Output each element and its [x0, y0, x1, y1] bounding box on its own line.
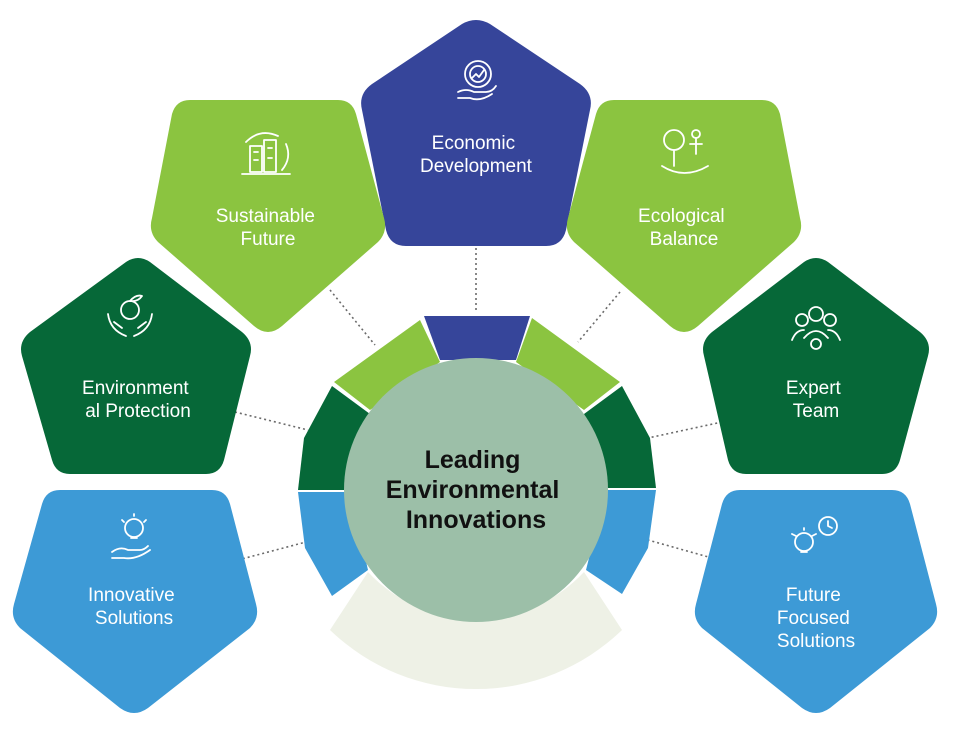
label-line: Solutions	[777, 631, 855, 652]
label-line: Team	[793, 401, 839, 422]
pentagon-environmental-protection	[21, 258, 251, 474]
lightbulb-clock-icon	[791, 516, 838, 553]
label-line: Sustainable	[216, 206, 315, 227]
connector-future-focused-solutions	[647, 539, 713, 559]
label-line: Future	[241, 229, 296, 250]
label-line: Balance	[650, 229, 719, 250]
pentagon-economic-development	[361, 20, 591, 246]
label-line: Innovative	[88, 585, 175, 606]
label-line: Ecological	[638, 206, 725, 227]
node-future-focused-solutions[interactable]: Future Focused Solutions	[694, 490, 938, 713]
center-title-line-3: Innovations	[406, 506, 546, 534]
center-circle	[344, 358, 608, 622]
center-title-line-2: Environmental	[386, 476, 560, 504]
node-label-environmental-protection: Environment al Protection	[82, 378, 194, 422]
team-people-icon	[791, 306, 841, 350]
node-innovative-solutions[interactable]: Innovative Solutions	[12, 490, 258, 713]
label-line: Economic	[432, 133, 515, 154]
connectors	[234, 248, 723, 561]
node-label-innovative-solutions: Innovative Solutions	[88, 585, 180, 629]
connector-innovative-solutions	[237, 541, 307, 561]
node-label-future-focused-solutions: Future Focused Solutions	[777, 585, 855, 652]
center-ring: Leading Environmental Innovations	[298, 316, 656, 690]
label-line: Future	[786, 585, 841, 606]
node-sustainable-future[interactable]: Sustainable Future	[150, 100, 386, 332]
node-label-economic-development: Economic Development	[420, 133, 533, 177]
ring-segment-ecological-balance	[516, 318, 620, 410]
ring-segment-economic-development	[424, 316, 530, 360]
connector-sustainable-future	[329, 289, 376, 346]
pentagon-future-focused-solutions	[694, 490, 938, 713]
connector-ecological-balance	[577, 291, 621, 343]
pentagon-ecological-balance	[566, 100, 802, 332]
label-line: Solutions	[95, 608, 173, 629]
connector-expert-team	[647, 421, 723, 439]
center-title-line-1: Leading	[425, 446, 521, 474]
pentagon-sustainable-future	[150, 100, 386, 332]
label-line: Environment	[82, 378, 189, 399]
node-expert-team[interactable]: Expert Team	[703, 258, 929, 474]
node-label-ecological-balance: Ecological Balance	[638, 206, 730, 250]
hand-lightbulb-icon	[111, 513, 151, 560]
label-line: Expert	[786, 378, 842, 399]
pentagon-expert-team	[703, 258, 929, 474]
hand-gear-chart-icon	[457, 60, 497, 101]
eco-buildings-icon	[241, 132, 291, 175]
node-economic-development[interactable]: Economic Development	[361, 20, 591, 246]
label-line: al Protection	[85, 401, 191, 422]
label-line: Focused	[777, 608, 850, 629]
label-line: Development	[420, 156, 533, 177]
connector-environmental-protection	[234, 411, 309, 431]
node-environmental-protection[interactable]: Environment al Protection	[21, 258, 251, 474]
node-ecological-balance[interactable]: Ecological Balance	[566, 100, 802, 332]
ring-segment-sustainable-future	[334, 320, 440, 410]
node-label-expert-team: Expert Team	[786, 378, 846, 422]
ring-base-arc	[330, 572, 622, 690]
center-title: Leading Environmental Innovations	[386, 446, 567, 534]
node-label-sustainable-future: Sustainable Future	[216, 206, 321, 250]
pentagon-innovative-solutions	[12, 490, 258, 713]
hands-globe-plant-icon	[107, 294, 153, 337]
tree-person-globe-icon	[661, 129, 709, 174]
